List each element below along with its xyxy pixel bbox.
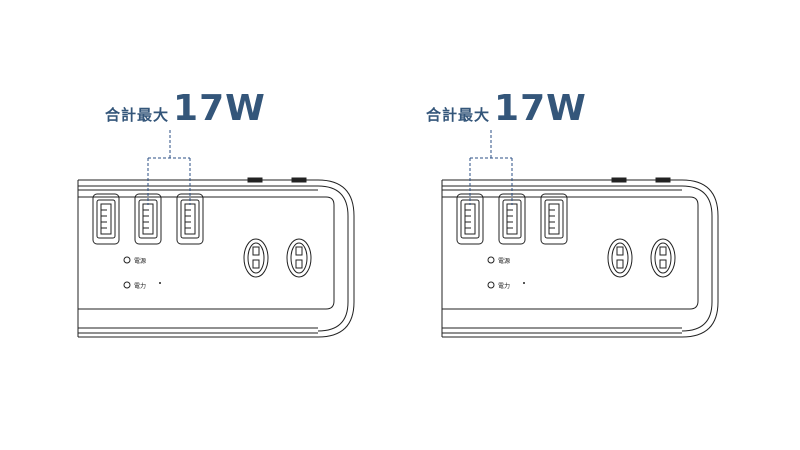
usb-port — [456, 193, 484, 245]
power-strip-right — [441, 177, 719, 338]
ac-outlet — [243, 238, 269, 278]
ac-outlet — [650, 238, 676, 278]
output-indicator-light — [123, 281, 131, 289]
callout-value: 17W — [494, 88, 587, 129]
callout-prefix: 合計最大 — [105, 106, 170, 124]
power-indicator-label: 電源 — [134, 257, 146, 265]
output-indicator-label: 電力 — [134, 282, 146, 290]
output-indicator-light — [487, 281, 495, 289]
callout-value: 17W — [173, 88, 266, 129]
usb-ports-right — [456, 193, 568, 245]
power-indicator-light — [487, 256, 495, 264]
ac-outlets-left — [243, 238, 312, 278]
usb-port — [92, 193, 120, 245]
callout-label-right: 合計最大 17W — [426, 88, 587, 129]
dashed-bracket-right — [469, 130, 513, 205]
indicator-dot — [159, 282, 161, 284]
dashed-bracket-left — [147, 130, 191, 205]
usb-port — [134, 193, 162, 245]
indicator-dot — [523, 282, 525, 284]
usb-port — [540, 193, 568, 245]
power-indicator-light — [123, 256, 131, 264]
power-indicator-label: 電源 — [498, 257, 510, 265]
ac-outlets-right — [607, 238, 676, 278]
callout-label-left: 合計最大 17W — [105, 88, 266, 129]
indicators-left: 電源 電力 — [123, 256, 161, 290]
ac-outlet — [607, 238, 633, 278]
usb-ports-left — [92, 193, 204, 245]
indicators-right: 電源 電力 — [487, 256, 525, 290]
power-strip-left — [77, 177, 355, 338]
usb-port — [176, 193, 204, 245]
callout-prefix: 合計最大 — [426, 106, 491, 124]
output-indicator-label: 電力 — [498, 282, 510, 290]
usb-port — [498, 193, 526, 245]
ac-outlet — [286, 238, 312, 278]
